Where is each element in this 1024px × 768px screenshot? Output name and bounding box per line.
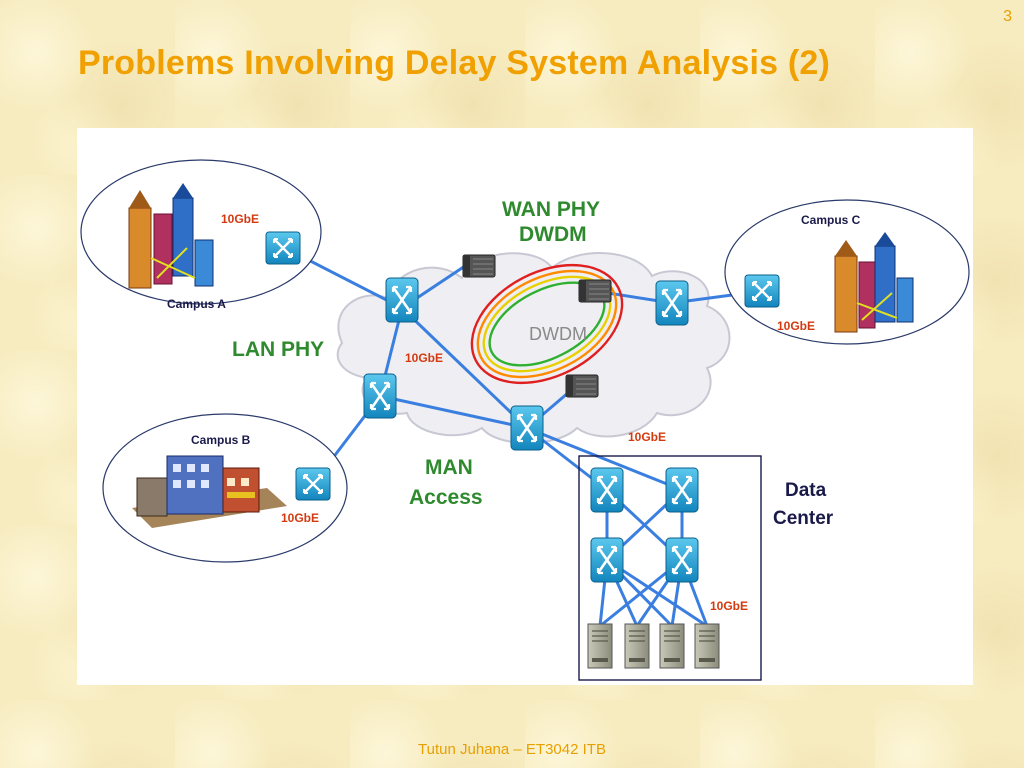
router-switch-icon (384, 276, 420, 324)
dc-uplink-label: 10GbE (628, 430, 666, 444)
server-icon (624, 623, 650, 669)
slide-number: 3 (1003, 8, 1012, 25)
router-switch-icon (654, 279, 690, 327)
dc-server-link-label: 10GbE (710, 599, 748, 613)
dwdm-node-icon (565, 374, 599, 398)
slide-title: Problems Involving Delay System Analysis… (78, 44, 831, 82)
wan-dwdm-label: DWDM (519, 223, 587, 246)
dwdm-node-icon (578, 279, 612, 303)
campus-a: Campus A 10GbE (80, 159, 322, 311)
campus-b: Campus B 10GbE (102, 413, 348, 563)
lan-link-label: 10GbE (405, 351, 443, 365)
router-switch-icon (362, 372, 398, 420)
router-switch-icon (509, 404, 545, 452)
campus-a-label: Campus A (167, 297, 226, 311)
router-switch-icon (294, 466, 332, 502)
lan-phy-label: LAN PHY (232, 338, 324, 361)
router-switch-icon (664, 536, 700, 584)
dwdm-ring-label: DWDM (529, 324, 587, 344)
network-cloud (336, 252, 731, 444)
router-switch-icon (589, 466, 625, 514)
data-center-label-1: Data (785, 480, 827, 501)
building-icon (128, 183, 214, 289)
campus-c-label: Campus C (801, 213, 861, 227)
router-switch-icon (743, 273, 781, 309)
building-icon (834, 232, 914, 333)
router-switch-icon (589, 536, 625, 584)
server-icon (694, 623, 720, 669)
campus-c: Campus C 10GbE (724, 199, 970, 345)
server-icon (659, 623, 685, 669)
building-icon (132, 455, 287, 528)
man-label: MAN (425, 456, 473, 479)
server-icon (587, 623, 613, 669)
data-center-label-2: Center (773, 508, 834, 529)
router-switch-icon (264, 230, 302, 266)
router-switch-icon (664, 466, 700, 514)
slide-footer: Tutun Juhana – ET3042 ITB (418, 741, 606, 758)
dwdm-node-icon (462, 254, 496, 278)
network-diagram: DWDM Campus A 10GbE Campus B (77, 128, 973, 685)
access-label: Access (409, 486, 483, 509)
campus-b-label: Campus B (191, 433, 251, 447)
campus-a-link-label: 10GbE (221, 212, 259, 226)
campus-c-link-label: 10GbE (777, 319, 815, 333)
campus-b-link-label: 10GbE (281, 511, 319, 525)
wan-phy-label: WAN PHY (502, 198, 600, 221)
data-center: 10GbE (578, 455, 762, 681)
